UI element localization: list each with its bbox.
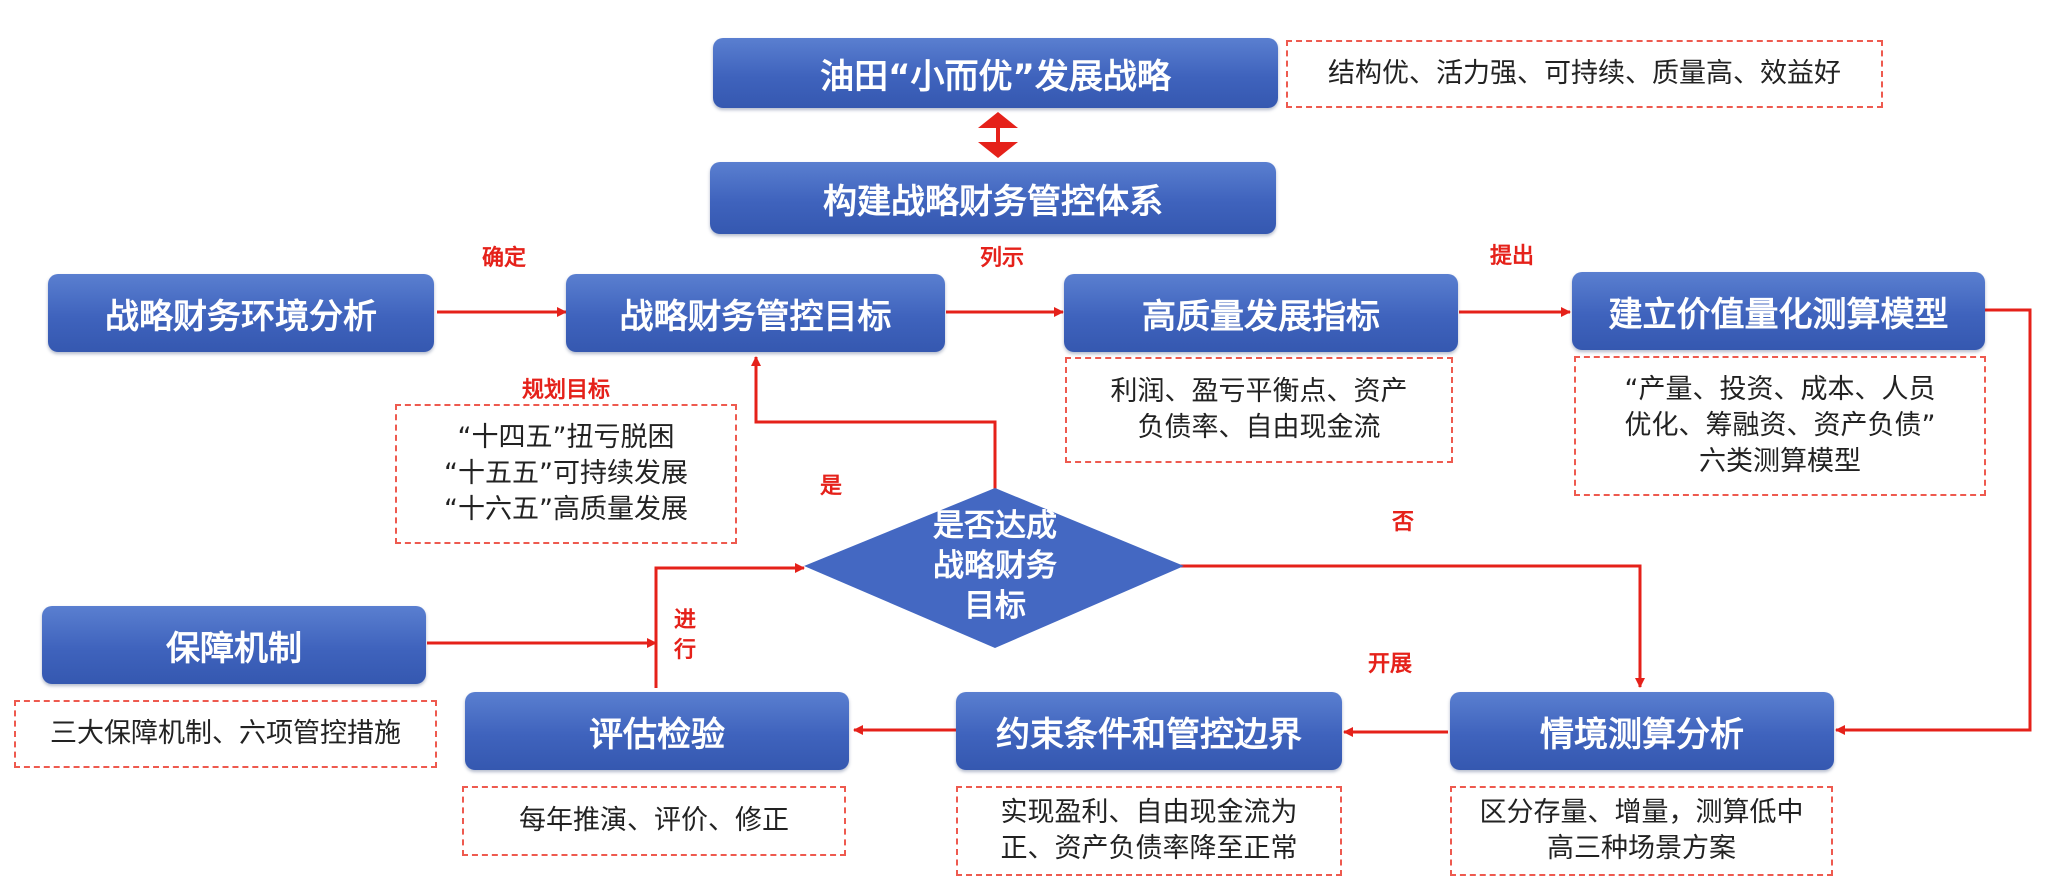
label-propose: 提出 bbox=[1490, 244, 1535, 269]
arrow-decision-yes-to-target bbox=[751, 356, 997, 490]
note-scenario: 区分存量、增量，测算低中 高三种场景方案 bbox=[1450, 786, 1833, 876]
node-build-system: 构建战略财务管控体系 bbox=[710, 162, 1276, 234]
note-constraints: 实现盈利、自由现金流为 正、资产负债率降至正常 bbox=[956, 786, 1342, 876]
note-top-strategy: 结构优、活力强、可持续、质量高、效益好 bbox=[1286, 40, 1883, 108]
arrow-evaluation-to-decision bbox=[654, 563, 805, 688]
label-launch: 开展 bbox=[1368, 652, 1413, 677]
node-env-analysis: 战略财务环境分析 bbox=[48, 274, 434, 352]
node-guarantee: 保障机制 bbox=[42, 606, 426, 684]
node-scenario: 情境测算分析 bbox=[1450, 692, 1834, 770]
node-target: 战略财务管控目标 bbox=[566, 274, 945, 352]
label-confirm: 确定 bbox=[482, 246, 527, 271]
node-evaluation: 评估检验 bbox=[465, 692, 849, 770]
note-model: “产量、投资、成本、人员 优化、筹融资、资产负债” 六类测算模型 bbox=[1574, 356, 1986, 496]
arrow-model-to-scenario bbox=[1835, 308, 2032, 735]
note-planning: “十四五”扭亏脱困 “十五五”可持续发展 “十六五”高质量发展 bbox=[395, 404, 737, 544]
decision-label: 是否达成 战略财务 目标 bbox=[933, 508, 1057, 624]
label-yes: 是 bbox=[820, 474, 843, 499]
label-no: 否 bbox=[1392, 510, 1415, 535]
label-planning-goal: 规划目标 bbox=[522, 378, 611, 403]
note-guarantee: 三大保障机制、六项管控措施 bbox=[14, 700, 437, 768]
note-evaluation: 每年推演、评价、修正 bbox=[462, 786, 846, 856]
node-constraints: 约束条件和管控边界 bbox=[956, 692, 1342, 770]
arrow-decision-no-to-scenario bbox=[1176, 564, 1645, 688]
node-indicators: 高质量发展指标 bbox=[1064, 274, 1458, 352]
label-list: 列示 bbox=[980, 246, 1025, 271]
label-carry-out: 进 行 bbox=[673, 608, 696, 663]
node-top-strategy: 油田“小而优”发展战略 bbox=[713, 38, 1278, 108]
bidirectional-arrow-icon bbox=[978, 112, 1018, 158]
note-indicators: 利润、盈亏平衡点、资产 负债率、自由现金流 bbox=[1065, 357, 1453, 463]
node-model: 建立价值量化测算模型 bbox=[1572, 272, 1985, 350]
decision-diamond bbox=[804, 488, 1184, 648]
